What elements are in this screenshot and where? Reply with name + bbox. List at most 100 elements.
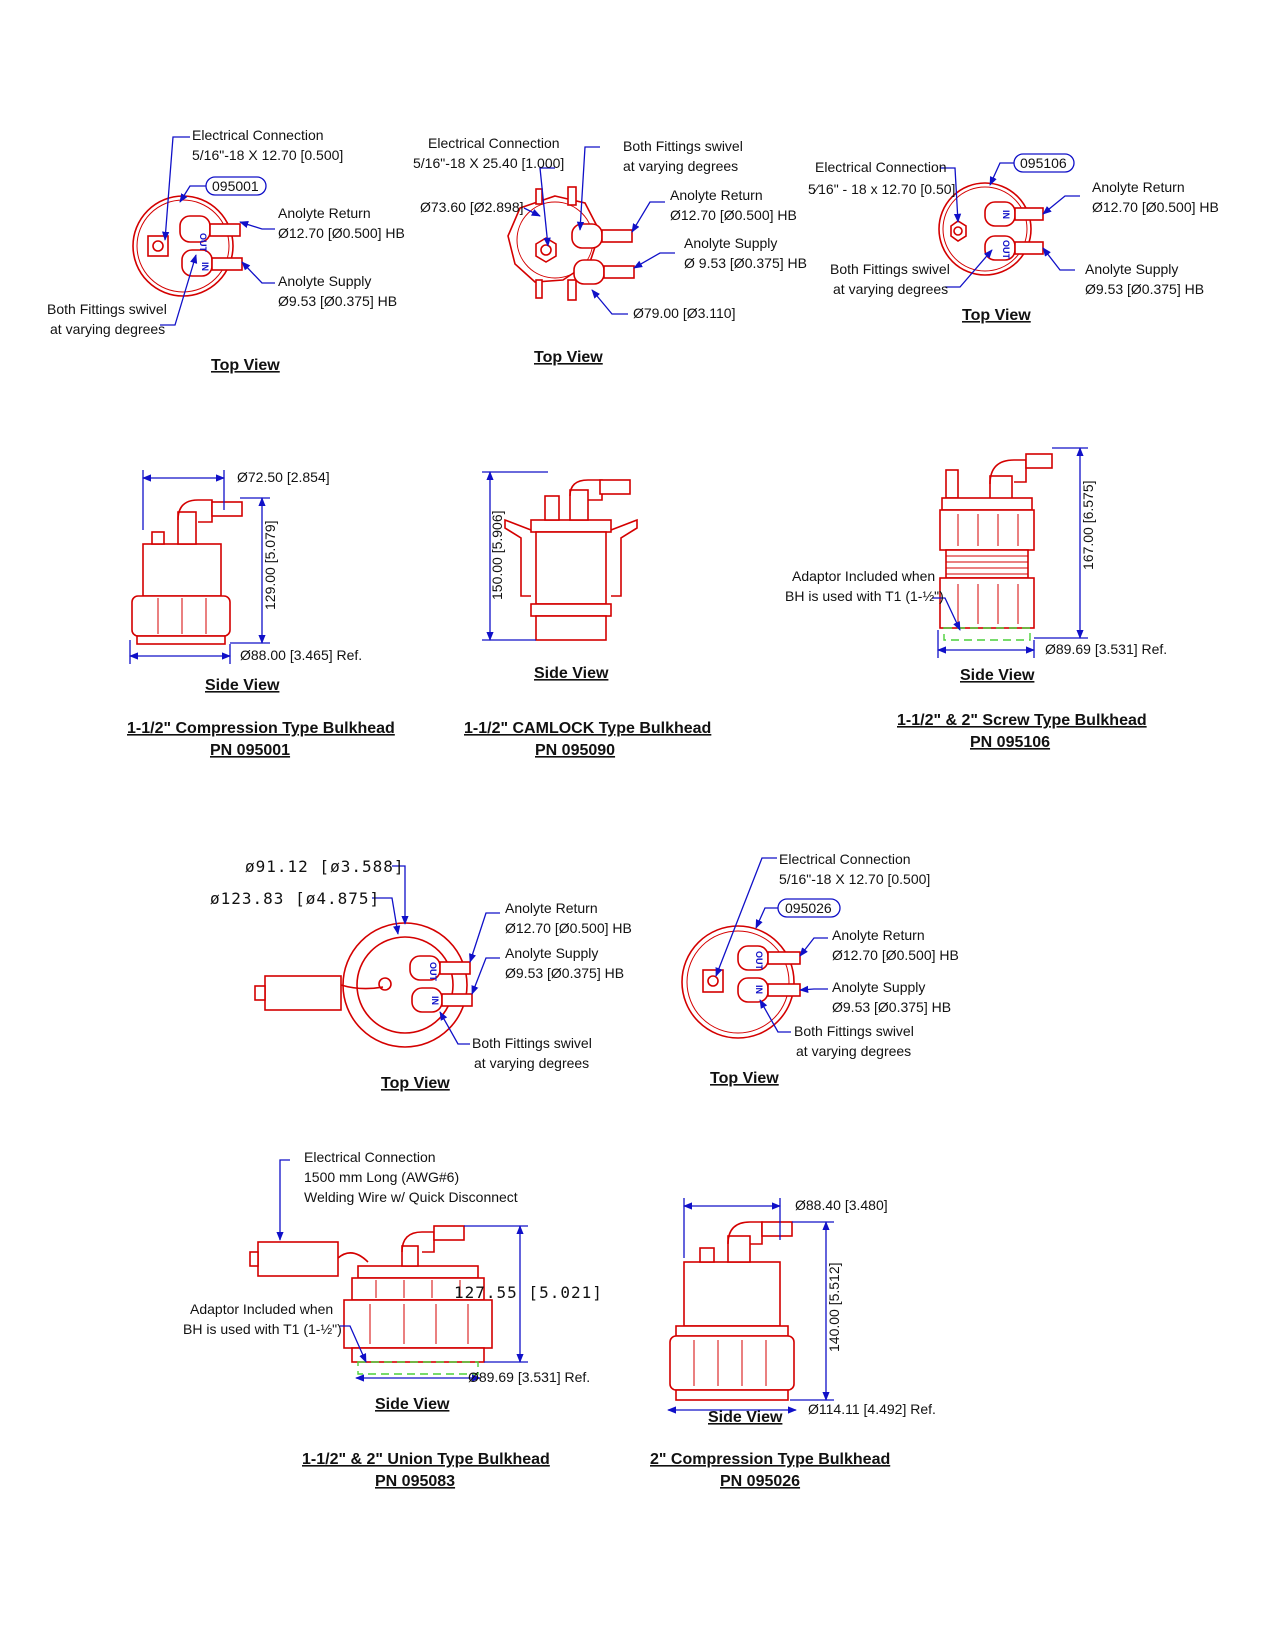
height-label: 129.00 [5.079] (262, 520, 278, 610)
swivel-note: at varying degrees (833, 281, 948, 297)
elec-label: Electrical Connection (304, 1149, 436, 1165)
dia-outer-label: Ø79.00 [Ø3.110] (633, 305, 735, 321)
supply-label: Anolyte Supply (684, 235, 777, 251)
top-view-095090: Electrical Connection 5/16"-18 X 25.40 [… (413, 135, 807, 366)
supply-spec: Ø9.53 [Ø0.375] HB (832, 999, 951, 1015)
view-label-side: Side View (375, 1396, 450, 1413)
adaptor-note: BH is used with T1 (1-½") (183, 1321, 342, 1337)
return-spec: Ø12.70 [Ø0.500] HB (832, 947, 959, 963)
supply-label: Anolyte Supply (1085, 261, 1178, 277)
part-number: PN 095083 (375, 1473, 455, 1490)
height-label: 140.00 [5.512] (826, 1262, 842, 1352)
swivel-label: Both Fittings swivel (623, 138, 743, 154)
side-view-095090: 150.00 [5.906] Side View 1-1/2" CAMLOCK … (464, 471, 711, 759)
elec-spec: 5/16"-18 X 25.40 [1.000] (413, 155, 564, 171)
dia-label: Ø88.40 [3.480] (795, 1197, 888, 1213)
elec-label: Electrical Connection (428, 135, 560, 151)
top-view-095083: OUT IN ø91.12 [ø3.588] ø123.83 [ø4.875] … (210, 857, 632, 1092)
return-label: Anolyte Return (1092, 179, 1185, 195)
port-in-label: IN (1001, 210, 1011, 219)
elec-label: Electrical Connection (779, 851, 911, 867)
dia-inner-label: ø91.12 [ø3.588] (245, 857, 405, 876)
base-label: Ø89.69 [3.531] Ref. (468, 1369, 590, 1385)
base-label: Ø88.00 [3.465] Ref. (240, 647, 362, 663)
swivel-label: Both Fittings swivel (47, 301, 167, 317)
part-number: PN 095106 (970, 734, 1050, 751)
height-label: 150.00 [5.906] (489, 510, 505, 600)
view-label-side: Side View (205, 677, 280, 694)
adaptor-note: BH is used with T1 (1-½") (785, 588, 944, 604)
supply-spec: Ø9.53 [Ø0.375] HB (278, 293, 397, 309)
swivel-note: at varying degrees (474, 1055, 589, 1071)
view-label-side: Side View (960, 667, 1035, 684)
view-label-top: Top View (381, 1075, 450, 1092)
elec-spec: 5/16"-18 X 12.70 [0.500] (779, 871, 930, 887)
product-title: 1-1/2" Compression Type Bulkhead (127, 720, 395, 737)
supply-label: Anolyte Supply (832, 979, 925, 995)
height-label: 127.55 [5.021] (454, 1283, 603, 1302)
swivel-note: at varying degrees (623, 158, 738, 174)
top-view-095106: IN OUT 095106 Electrical Connection 5⁄16… (808, 153, 1219, 324)
port-in-label: IN (754, 985, 764, 994)
return-spec: Ø12.70 [Ø0.500] HB (278, 225, 405, 241)
port-in-label: IN (430, 996, 440, 1005)
elec-note: Welding Wire w/ Quick Disconnect (304, 1189, 518, 1205)
base-label: Ø89.69 [3.531] Ref. (1045, 641, 1167, 657)
elec-label: Electrical Connection (815, 159, 947, 175)
side-view-095106: 167.00 [6.575] Adaptor Included when BH … (785, 447, 1167, 751)
part-number: PN 095090 (535, 742, 615, 759)
part-tag-text: 095026 (785, 900, 832, 916)
dia-outer-label: ø123.83 [ø4.875] (210, 889, 380, 908)
swivel-note: at varying degrees (50, 321, 165, 337)
view-label-side: Side View (708, 1409, 783, 1426)
return-spec: Ø12.70 [Ø0.500] HB (670, 207, 797, 223)
swivel-label: Both Fittings swivel (794, 1023, 914, 1039)
height-label: 167.00 [6.575] (1080, 480, 1096, 570)
view-label-top: Top View (211, 357, 280, 374)
port-out-label: OUT (754, 951, 764, 971)
product-title: 2" Compression Type Bulkhead (650, 1451, 890, 1468)
view-label-side: Side View (534, 665, 609, 682)
return-label: Anolyte Return (670, 187, 763, 203)
port-out-label: OUT (198, 233, 208, 253)
side-view-095083: Electrical Connection 1500 mm Long (AWG#… (183, 1149, 603, 1490)
product-title: 1-1/2" & 2" Screw Type Bulkhead (897, 712, 1147, 729)
swivel-label: Both Fittings swivel (472, 1035, 592, 1051)
adaptor-label: Adaptor Included when (190, 1301, 333, 1317)
port-out-label: OUT (428, 962, 438, 982)
supply-label: Anolyte Supply (505, 945, 598, 961)
part-number: PN 095026 (720, 1473, 800, 1490)
supply-spec: Ø9.53 [Ø0.375] HB (1085, 281, 1204, 297)
return-label: Anolyte Return (278, 205, 371, 221)
product-title: 1-1/2" & 2" Union Type Bulkhead (302, 1451, 550, 1468)
supply-label: Anolyte Supply (278, 273, 371, 289)
return-spec: Ø12.70 [Ø0.500] HB (505, 920, 632, 936)
elec-spec: 5⁄16" - 18 x 12.70 [0.50] (808, 181, 955, 197)
swivel-note: at varying degrees (796, 1043, 911, 1059)
return-spec: Ø12.70 [Ø0.500] HB (1092, 199, 1219, 215)
part-number: PN 095001 (210, 742, 290, 759)
view-label-top: Top View (534, 349, 603, 366)
port-in-label: IN (200, 262, 210, 271)
port-out-label: OUT (1001, 240, 1011, 260)
part-tag-text: 095106 (1020, 155, 1067, 171)
side-view-095001: Ø72.50 [2.854] 129.00 [5.079] Ø88.00 [3.… (127, 469, 395, 759)
return-label: Anolyte Return (505, 900, 598, 916)
top-view-095026: OUT IN 095026 Electrical Connection 5/16… (681, 851, 959, 1087)
view-label-top: Top View (962, 307, 1031, 324)
dia-label: Ø72.50 [2.854] (237, 469, 330, 485)
elec-label: Electrical Connection (192, 127, 324, 143)
supply-spec: Ø9.53 [Ø0.375] HB (505, 965, 624, 981)
supply-spec: Ø 9.53 [Ø0.375] HB (684, 255, 807, 271)
return-label: Anolyte Return (832, 927, 925, 943)
view-label-top: Top View (710, 1070, 779, 1087)
elec-spec: 5/16"-18 X 12.70 [0.500] (192, 147, 343, 163)
product-title: 1-1/2" CAMLOCK Type Bulkhead (464, 720, 711, 737)
swivel-label: Both Fittings swivel (830, 261, 950, 277)
top-view-095001: OUT IN 095001 Electrical Connection 5/16… (47, 127, 405, 374)
base-label: Ø114.11 [4.492] Ref. (808, 1401, 936, 1417)
adaptor-label: Adaptor Included when (792, 568, 935, 584)
dia-inner-label: Ø73.60 [Ø2.898] (420, 199, 524, 215)
part-tag-text: 095001 (212, 178, 259, 194)
elec-spec: 1500 mm Long (AWG#6) (304, 1169, 459, 1185)
